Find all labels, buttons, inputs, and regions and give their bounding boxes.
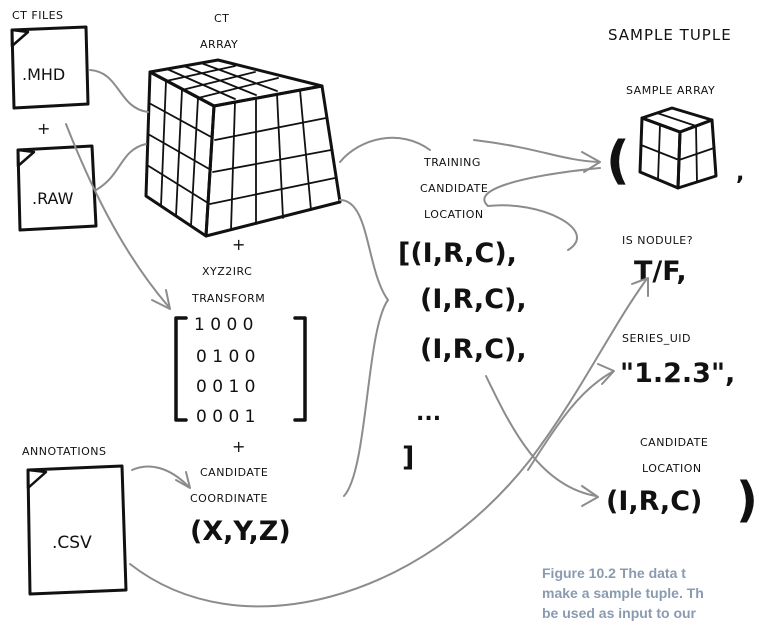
- tuple-close-paren: ): [736, 472, 758, 528]
- raw-file-icon: [16, 144, 98, 232]
- sample-array-label: SAMPLE ARRAY: [626, 84, 715, 97]
- training-label: TRAINING: [423, 156, 481, 169]
- sample-tuple-title: SAMPLE TUPLE: [608, 26, 732, 44]
- figure-caption: make a sample tuple. Th: [542, 585, 704, 601]
- ct-array-cube-icon: [144, 58, 342, 238]
- raw-label: .RAW: [32, 189, 74, 208]
- plus-sign: +: [232, 235, 245, 254]
- candidate-label: CANDIDATE: [200, 466, 268, 479]
- transform-matrix: [174, 316, 307, 422]
- connector-arrows: [65, 69, 649, 608]
- ct-files-label: CT FILES: [12, 9, 64, 22]
- candidate-label: CANDIDATE: [640, 436, 708, 449]
- xyz2irc-label: XYZ2IRC: [202, 265, 252, 278]
- candidate-list-item: (I,R,C),: [420, 284, 527, 315]
- location-label: LOCATION: [642, 462, 702, 475]
- transform-label: TRANSFORM: [191, 292, 265, 305]
- candidate-list-item: (I,R,C),: [420, 334, 527, 365]
- ellipsis: ...: [416, 401, 441, 426]
- matrix-row: 0 0 1 0: [196, 377, 255, 397]
- location-value: (I,R,C): [606, 486, 702, 517]
- series-uid-value: "1.2.3",: [620, 358, 735, 389]
- csv-file-icon: [26, 464, 128, 596]
- mhd-file-icon: [10, 25, 90, 110]
- plus-sign: +: [37, 119, 50, 138]
- candidate-list-item: [(I,R,C),: [398, 238, 517, 269]
- close-bracket: ]: [402, 442, 414, 473]
- series-uid-label: SERIES_UID: [622, 332, 691, 345]
- is-nodule-value: T/F,: [634, 256, 687, 287]
- annotations-label: ANNOTATIONS: [22, 445, 107, 458]
- csv-label: .CSV: [52, 533, 92, 553]
- figure-caption: Figure 10.2 The data t: [542, 565, 686, 581]
- sample-array-cube-icon: [638, 106, 718, 190]
- matrix-row: 0 1 0 0: [196, 347, 255, 367]
- coordinate-label: COORDINATE: [190, 492, 268, 505]
- array-label: ARRAY: [200, 38, 238, 51]
- location-label: LOCATION: [424, 208, 484, 221]
- candidate-label: CANDIDATE: [420, 182, 488, 195]
- matrix-row: 0 0 0 1: [196, 407, 255, 427]
- is-nodule-label: IS NODULE?: [622, 234, 693, 247]
- plus-sign: +: [232, 437, 245, 456]
- matrix-row: 1 0 0 0: [194, 315, 253, 335]
- ct-label: CT: [214, 12, 229, 25]
- figure-caption: be used as input to our: [542, 605, 697, 621]
- tuple-comma: ,: [736, 161, 744, 186]
- mhd-label: .MHD: [22, 65, 65, 84]
- tuple-open-paren: (: [606, 131, 630, 191]
- xyz-value: (X,Y,Z): [190, 516, 291, 547]
